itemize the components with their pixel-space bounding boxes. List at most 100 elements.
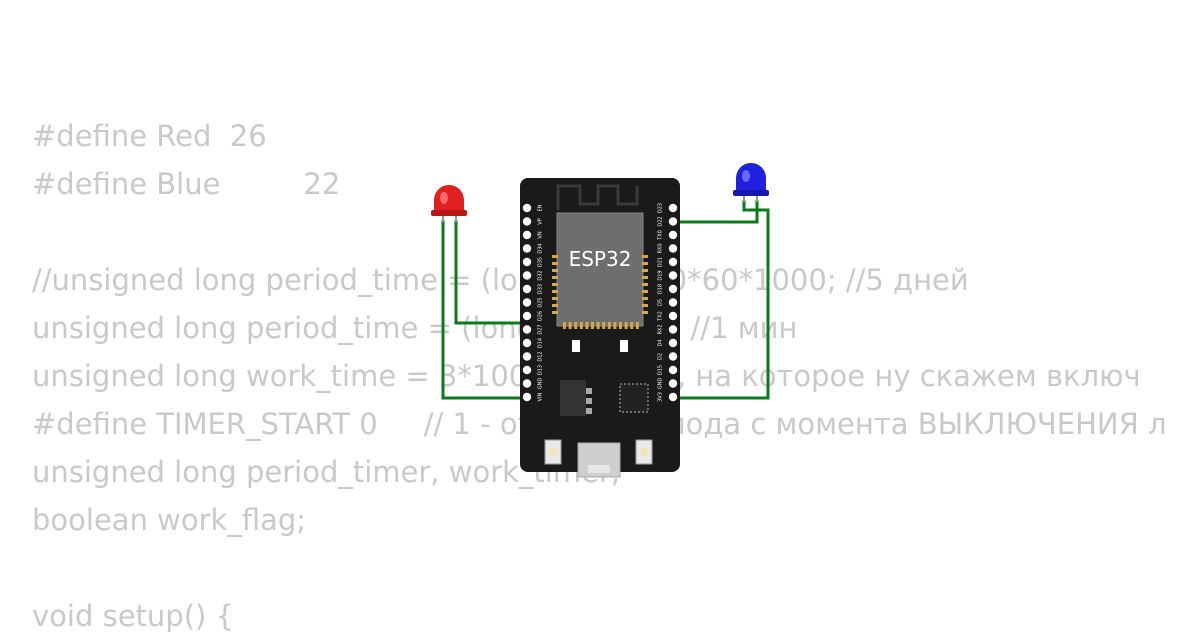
pin-hole-right[interactable] bbox=[668, 352, 678, 361]
pin-label: D25 bbox=[538, 297, 544, 307]
code-line: #define Blue 22 bbox=[32, 167, 341, 201]
pin-label: VP bbox=[538, 218, 544, 224]
led-red[interactable] bbox=[431, 185, 467, 222]
pin-hole-left[interactable] bbox=[522, 311, 532, 321]
pin-hole-left[interactable] bbox=[522, 392, 532, 402]
pin-label: GND bbox=[658, 378, 664, 390]
wire-red-cathode[interactable] bbox=[441, 220, 527, 400]
pin-hole-left[interactable] bbox=[522, 284, 532, 294]
pin-label: D33 bbox=[538, 284, 544, 294]
led-blue-body bbox=[736, 163, 766, 194]
module-pad bbox=[596, 322, 600, 329]
pin-hole-right[interactable] bbox=[668, 284, 678, 294]
pin-label: D18 bbox=[658, 284, 664, 294]
wire-blue-anode[interactable] bbox=[673, 200, 759, 224]
pin-hole-right[interactable] bbox=[668, 392, 678, 402]
usb-serial-chip bbox=[619, 383, 649, 413]
pin-hole-left[interactable] bbox=[522, 352, 532, 361]
module-pad bbox=[552, 255, 558, 258]
pin-label: 3V3 bbox=[658, 392, 664, 402]
code-line: #define Red 26 bbox=[32, 119, 267, 153]
module-pad bbox=[579, 322, 583, 329]
pin-hole-left[interactable] bbox=[522, 217, 532, 226]
pin-hole-right[interactable] bbox=[668, 230, 678, 240]
led-blue[interactable] bbox=[733, 163, 769, 202]
pin-label: D2 bbox=[658, 353, 664, 360]
chip-label: ESP32 bbox=[569, 247, 632, 271]
module-pad bbox=[552, 311, 558, 314]
pin-hole-left[interactable] bbox=[522, 379, 532, 388]
pin-hole-left[interactable] bbox=[522, 230, 532, 240]
pin-hole-right[interactable] bbox=[668, 365, 678, 375]
pin-label: RX0 bbox=[658, 243, 664, 253]
pin-label: D27 bbox=[538, 324, 544, 334]
module-pad bbox=[642, 276, 648, 279]
pin-label: TX0 bbox=[658, 230, 664, 241]
pin-hole-right[interactable] bbox=[668, 217, 678, 226]
pin-hole-right[interactable] bbox=[668, 257, 678, 267]
pin-hole-right[interactable] bbox=[668, 298, 678, 307]
antenna-trace bbox=[556, 184, 639, 210]
pin-hole-right[interactable] bbox=[668, 338, 678, 348]
pin-label: D4 bbox=[658, 339, 664, 346]
module-pad bbox=[642, 297, 648, 300]
pin-label: D12 bbox=[538, 351, 544, 361]
module-pad bbox=[552, 304, 558, 307]
module-pad bbox=[613, 322, 617, 329]
module-pad bbox=[619, 322, 622, 329]
pin-hole-right[interactable] bbox=[668, 271, 678, 280]
module-pad bbox=[642, 262, 648, 265]
module-pad bbox=[591, 322, 594, 329]
pin-hole-left[interactable] bbox=[522, 325, 532, 334]
pin-hole-right[interactable] bbox=[668, 379, 678, 388]
code-line: unsigned long period_timer, work_timer; bbox=[32, 455, 621, 489]
pin-label: D21 bbox=[658, 257, 664, 267]
pin-labels-right: D23D22TX0RX0D21D19D18D5TX2RX2D4D2D15GND3… bbox=[658, 203, 664, 402]
pin-label: D22 bbox=[658, 216, 664, 226]
pin-label: EN bbox=[538, 204, 544, 211]
module-pad bbox=[552, 297, 558, 300]
module-pad bbox=[552, 283, 558, 286]
pin-label: D32 bbox=[538, 270, 544, 280]
pin-hole-left[interactable] bbox=[522, 257, 532, 267]
module-pad bbox=[552, 290, 558, 293]
module-pad bbox=[624, 322, 628, 329]
pin-hole-left[interactable] bbox=[522, 203, 532, 213]
pin-label: D14 bbox=[538, 338, 544, 348]
smd-component-2 bbox=[620, 340, 628, 352]
pin-hole-right[interactable] bbox=[668, 203, 678, 213]
pin-hole-left[interactable] bbox=[522, 298, 532, 307]
module-pad bbox=[602, 322, 606, 329]
smd-component-1 bbox=[572, 340, 580, 352]
pin-hole-left[interactable] bbox=[522, 271, 532, 280]
module-pad bbox=[574, 322, 578, 329]
pin-label: D34 bbox=[538, 243, 544, 253]
pin-label: VIN bbox=[538, 392, 544, 401]
module-pad bbox=[552, 262, 558, 265]
pin-hole-left[interactable] bbox=[522, 365, 532, 375]
pin-hole-right[interactable] bbox=[668, 244, 678, 253]
code-line: void setup() { bbox=[32, 599, 234, 633]
wire-red-anode[interactable] bbox=[454, 220, 527, 325]
wires bbox=[441, 200, 770, 400]
module-pad bbox=[568, 322, 572, 329]
pin-hole-left[interactable] bbox=[522, 338, 532, 348]
pin-hole-right[interactable] bbox=[668, 311, 678, 321]
pin-hole-left[interactable] bbox=[522, 244, 532, 253]
pin-label: D35 bbox=[538, 257, 544, 267]
module-pad bbox=[563, 322, 566, 329]
pin-label: D19 bbox=[658, 270, 664, 280]
module-pad bbox=[642, 304, 648, 307]
pin-hole-right[interactable] bbox=[668, 325, 678, 334]
led-red-body bbox=[434, 185, 464, 214]
pin-label: D26 bbox=[538, 311, 544, 321]
module-pad bbox=[642, 290, 648, 293]
wire-blue-cathode[interactable] bbox=[673, 200, 770, 400]
pins-right bbox=[668, 203, 678, 402]
module-pad bbox=[635, 322, 639, 329]
code-line: boolean work_flag; bbox=[32, 503, 307, 537]
module-pad bbox=[642, 311, 648, 314]
module-pad bbox=[552, 276, 558, 279]
pin-label: VN bbox=[538, 231, 544, 238]
